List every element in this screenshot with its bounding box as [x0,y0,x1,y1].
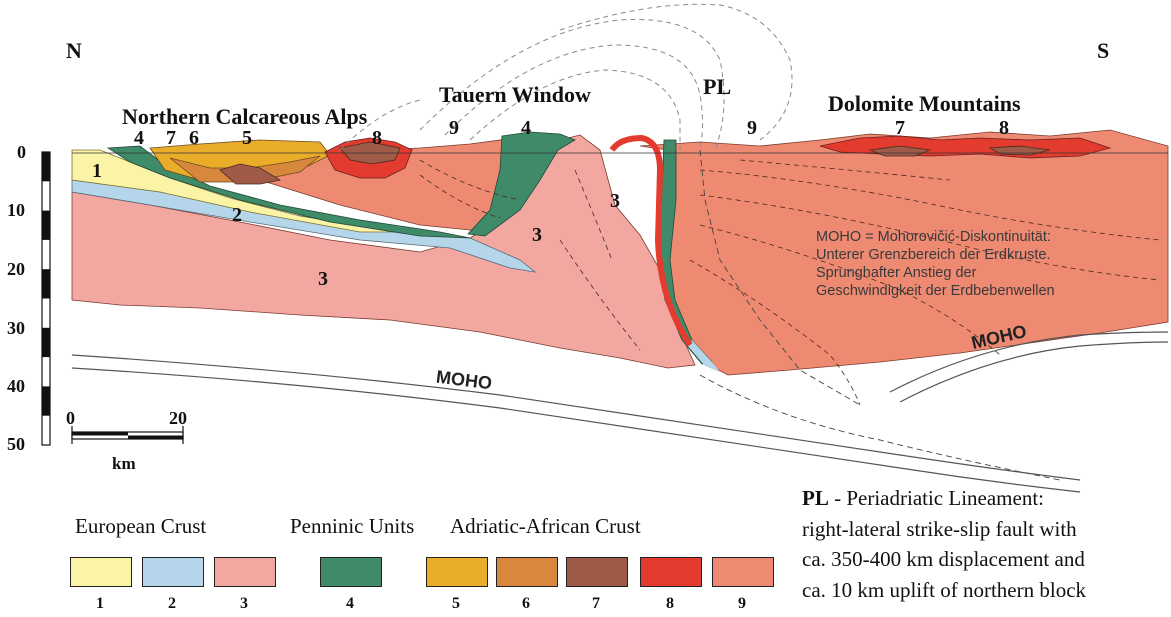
legend-group-european: European Crust [75,514,206,539]
legend-num-7: 7 [592,595,600,613]
legend-swatch-9 [712,557,774,587]
legend-swatch-7 [566,557,628,587]
moho-note-line-3: Sprunghafter Anstieg der [816,264,976,282]
pl-abbr: PL [802,486,829,510]
unit-label-9b: 9 [747,117,757,140]
legend-num-6: 6 [522,595,530,613]
unit-label-7b: 7 [895,117,905,140]
unit-label-2: 2 [232,204,242,227]
legend-num-8: 8 [666,595,674,613]
unit-label-3a: 3 [318,268,328,291]
pl-description: PL - Periadriatic Lineament: right-later… [802,483,1086,605]
legend-num-4: 4 [346,595,354,613]
unit-label-4b: 4 [521,117,531,140]
pl-description-line-3: ca. 350-400 km displacement and [802,544,1086,575]
scale-end-label: 20 [169,408,187,429]
unit-label-7a: 7 [166,127,176,150]
legend-group-adriatic: Adriatic-African Crust [450,514,641,539]
pl-description-line-1: PL - Periadriatic Lineament: [802,483,1086,514]
depth-tick-40: 40 [7,376,25,397]
unit-label-9a: 9 [449,117,459,140]
unit-label-5: 5 [242,127,252,150]
unit-label-4a: 4 [134,127,144,150]
legend-group-penninic: Penninic Units [290,514,414,539]
north-label: N [66,38,82,64]
moho-note-line-1: MOHO = Mohorovičić-Diskontinuität: [816,228,1051,246]
legend-swatch-3 [214,557,276,587]
pl-description-title: - Periadriatic Lineament: [829,486,1044,510]
legend-swatch-2 [142,557,204,587]
depth-scale-bar [42,152,50,445]
scale-unit-label: km [112,454,136,474]
moho-note-line-2: Unterer Grenzbereich der Erdkruste. [816,246,1051,264]
unit-label-8a: 8 [372,127,382,150]
unit-label-3c: 3 [610,190,620,213]
legend-swatch-1 [70,557,132,587]
unit-label-8b: 8 [999,117,1009,140]
unit-label-3b: 3 [532,224,542,247]
depth-tick-20: 20 [7,259,25,280]
legend-num-1: 1 [96,595,104,613]
dolomite-mountains-label: Dolomite Mountains [828,91,1021,117]
legend-swatch-8 [640,557,702,587]
km-scale-bar [72,426,183,444]
scale-start-label: 0 [66,408,75,429]
unit-label-1: 1 [92,160,102,183]
pl-label: PL [703,74,731,100]
unit-label-6: 6 [189,127,199,150]
legend-swatch-6 [496,557,558,587]
depth-tick-30: 30 [7,318,25,339]
depth-tick-10: 10 [7,200,25,221]
pl-description-line-4: ca. 10 km uplift of northern block [802,575,1086,606]
legend-num-3: 3 [240,595,248,613]
legend-swatch-5 [426,557,488,587]
south-label: S [1097,38,1109,64]
tauern-window-label: Tauern Window [439,82,591,108]
legend-num-9: 9 [738,595,746,613]
legend-num-2: 2 [168,595,176,613]
legend-swatch-4 [320,557,382,587]
legend-num-5: 5 [452,595,460,613]
depth-tick-50: 50 [7,434,25,455]
moho-note-line-4: Geschwindigkeit der Erdbebenwellen [816,282,1055,300]
depth-tick-0: 0 [17,142,26,163]
pl-description-line-2: right-lateral strike-slip fault with [802,514,1086,545]
